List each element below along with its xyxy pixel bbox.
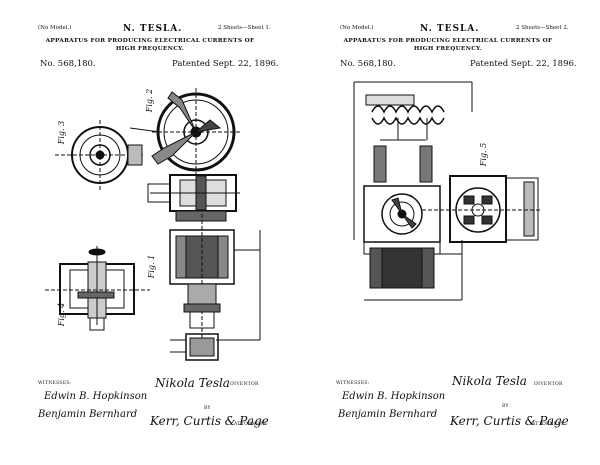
attorneys-label: ATTORNEYS	[532, 422, 565, 427]
inventor-signature: Nikola Tesla	[452, 374, 527, 388]
witness-signature-1: Edwin B. Hopkinson	[44, 391, 148, 402]
patent-sheet-1: (No Model.) N. TESLA. 2 Sheets—Sheet 1. …	[0, 0, 298, 465]
inventor-name: N. TESLA.	[420, 24, 480, 34]
witnesses-label: WITNESSES:	[38, 381, 72, 386]
fig4-label: Fig. 4	[57, 302, 67, 327]
model-note: (No Model.)	[38, 25, 72, 31]
fig1-upper-housing	[147, 174, 240, 222]
sheet-info: 2 Sheets—Sheet 2.	[516, 25, 569, 31]
patent-number: No. 568,180.	[340, 59, 396, 69]
patent-date: Patented Sept. 22, 1896.	[172, 59, 279, 69]
patent-title-line1: APPARATUS FOR PRODUCING ELECTRICAL CURRE…	[45, 38, 255, 44]
fig2-drawing	[129, 88, 240, 176]
fig1-main-body	[169, 214, 261, 361]
patent-number: No. 568,180.	[40, 59, 96, 69]
capacitor-blocks	[373, 139, 433, 183]
right-rotor-assembly	[422, 175, 540, 243]
patent-title-line2: HIGH FREQUENCY.	[413, 46, 483, 52]
inventor-name: N. TESLA.	[123, 24, 183, 34]
attorneys-label: ATTORNEYS	[234, 422, 267, 427]
patent-drawing-sheet-1	[45, 88, 261, 361]
fig3-label: Fig. 3	[57, 120, 67, 145]
by-label: BY	[204, 406, 211, 411]
generator-frame	[363, 185, 463, 301]
inventor-signature: Nikola Tesla	[155, 376, 230, 390]
patent-date: Patented Sept. 22, 1896.	[470, 59, 577, 69]
patent-title-line1: APPARATUS FOR PRODUCING ELECTRICAL CURRE…	[343, 38, 553, 44]
inventor-label: INVENTOR	[230, 382, 259, 387]
fig5-label: Fig. 5	[479, 142, 489, 167]
by-label: BY	[502, 404, 509, 409]
fig1-label: Fig. 1	[147, 254, 157, 279]
attorneys-signature: Kerr, Curtis & Page	[450, 414, 569, 428]
coil-drawing	[353, 81, 473, 240]
witnesses-label: WITNESSES:	[336, 381, 370, 386]
witness-signature-1: Edwin B. Hopkinson	[342, 391, 446, 402]
witness-signature-2: Benjamin Bernhard	[38, 409, 138, 420]
fig2-label: Fig. 2	[145, 88, 155, 113]
patent-title-line2: HIGH FREQUENCY.	[115, 46, 185, 52]
inventor-label: INVENTOR	[534, 382, 563, 387]
fig3-drawing	[55, 120, 145, 190]
witness-signature-2: Benjamin Bernhard	[338, 409, 438, 420]
patent-sheet-2: (No Model.) N. TESLA. 2 Sheets—Sheet 2. …	[302, 0, 600, 465]
fig4-drawing	[45, 246, 150, 331]
sheet-info: 2 Sheets—Sheet 1.	[218, 25, 271, 31]
model-note: (No Model.)	[340, 25, 374, 31]
patent-drawing-sheet-2	[353, 81, 540, 301]
attorneys-signature: Kerr, Curtis & Page	[150, 414, 269, 428]
